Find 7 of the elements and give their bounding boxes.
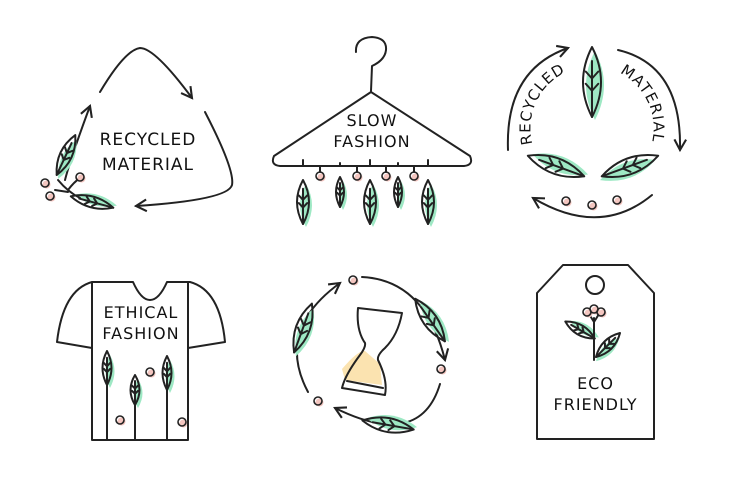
badge-title: SLOW FASHION (332, 110, 412, 152)
badge-title: ETHICAL FASHION (101, 302, 181, 344)
price-tag (535, 263, 656, 441)
clothes-hanger (270, 90, 474, 168)
badge-title: ECO FRIENDLY (552, 373, 638, 415)
badge-title: RECYCLED MATERIAL (98, 129, 198, 177)
t-shirt (55, 280, 227, 442)
